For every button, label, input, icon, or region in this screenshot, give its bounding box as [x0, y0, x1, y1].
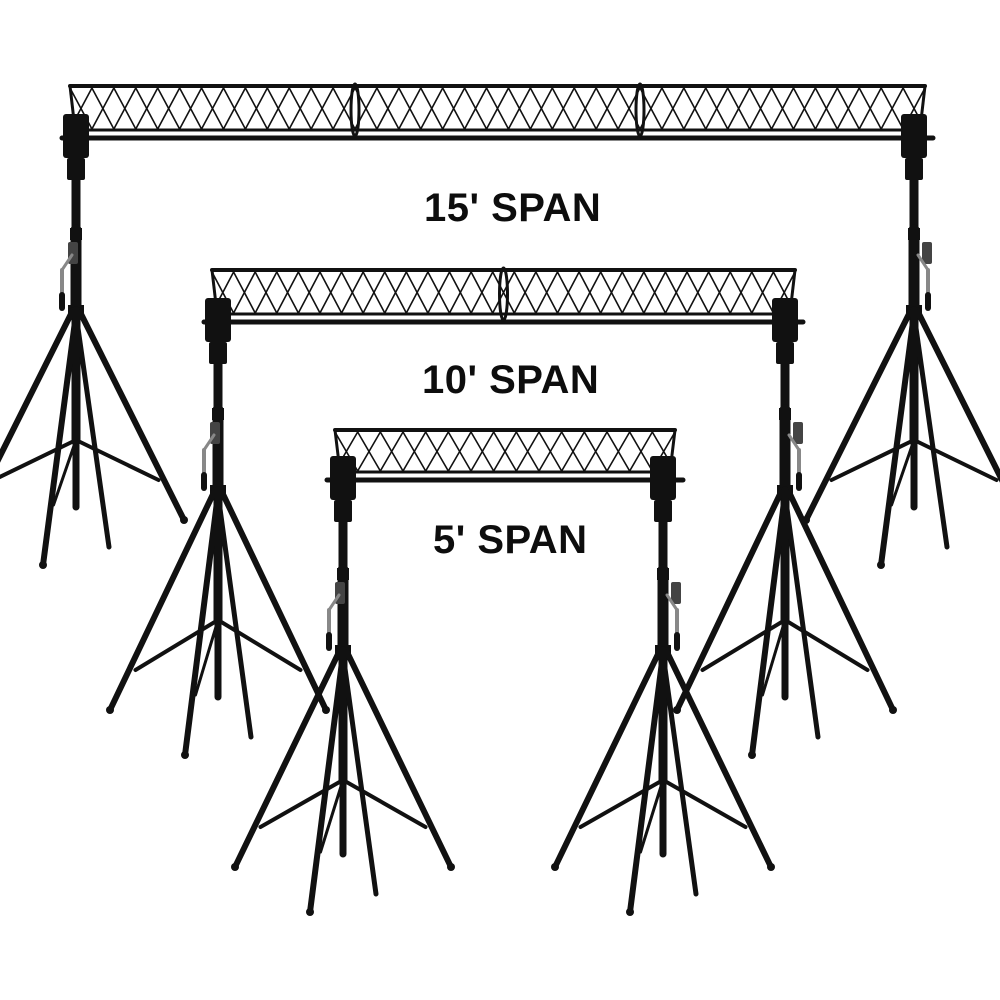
- tripod-stand-15ft-left: [0, 114, 188, 569]
- truss-10ft-span: [201, 266, 806, 325]
- tripod-stand-10ft-right: [673, 298, 897, 759]
- tripod-stand-5ft-left: [231, 456, 455, 916]
- tripod-stand-5ft-right: [551, 456, 775, 916]
- span-label-10ft: 10' SPAN: [422, 358, 600, 402]
- tripod-stand-10ft-left: [106, 298, 330, 759]
- truss-15ft-span: [59, 82, 936, 141]
- truss-5ft-span: [324, 428, 686, 483]
- span-label-5ft: 5' SPAN: [433, 518, 588, 562]
- span-label-15ft: 15' SPAN: [424, 186, 602, 230]
- tripod-stand-15ft-right: [802, 114, 1000, 569]
